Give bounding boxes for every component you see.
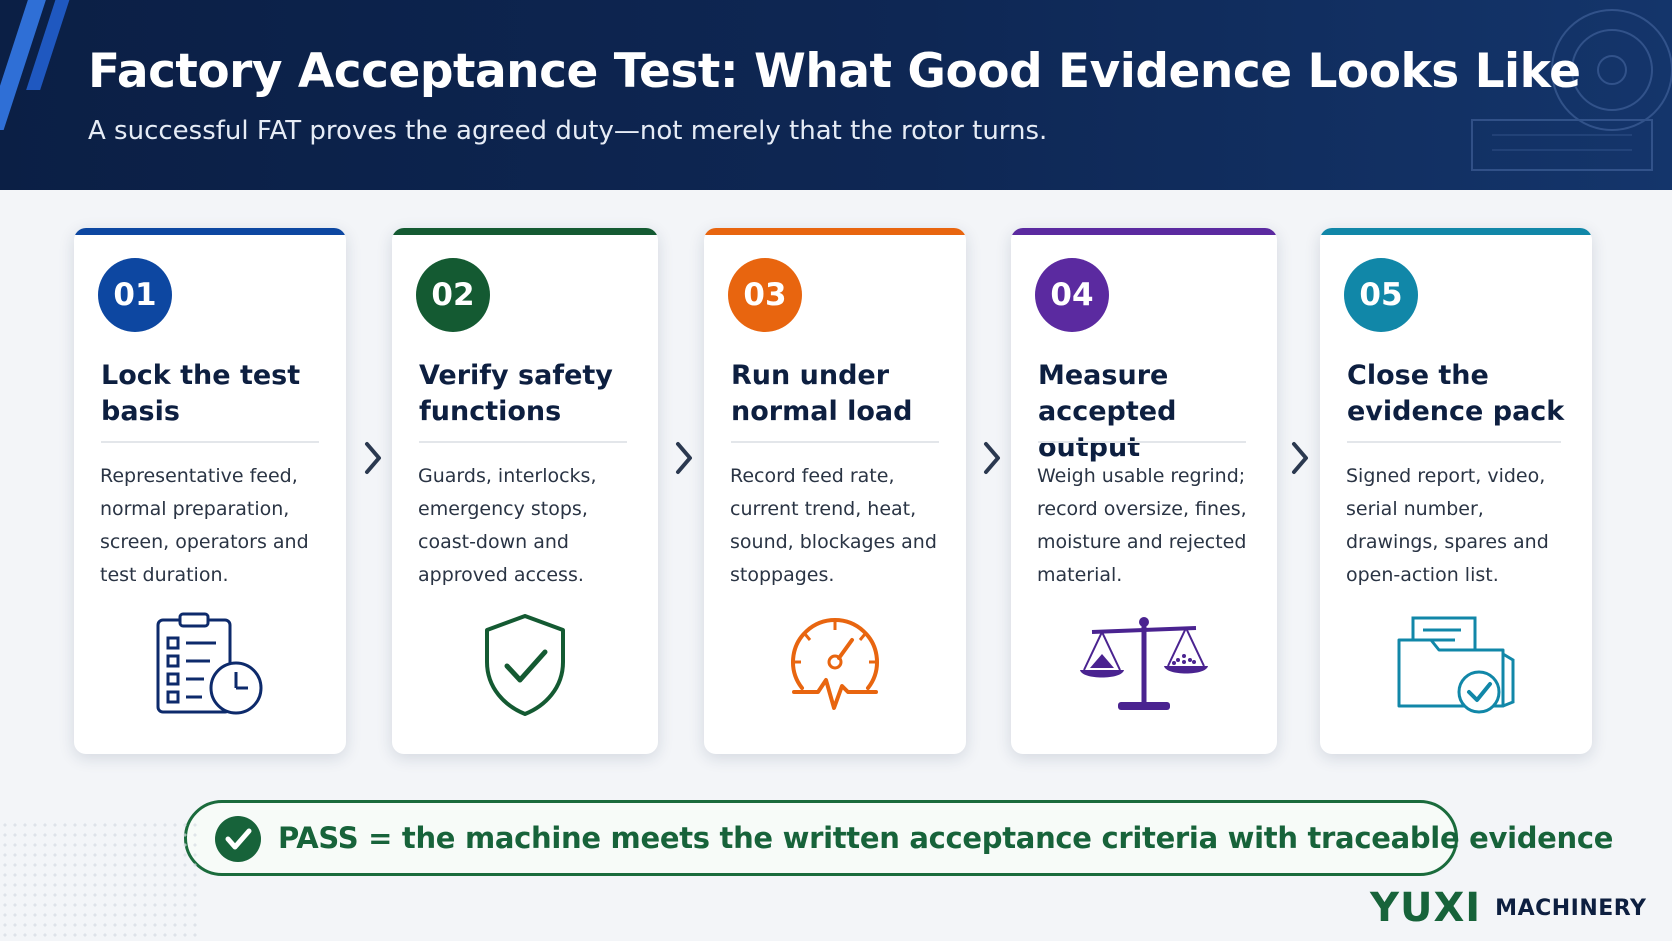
card-accent-bar [74,228,346,235]
decorative-dots [0,820,200,941]
brand-name: YUXI [1370,885,1482,931]
step-card-2: 02 Verify safety functions Guards, inter… [392,228,658,754]
step-description: Weigh usable regrind; record oversize, f… [1037,465,1247,586]
step-number-badge: 04 [1035,258,1109,332]
step-number-badge: 02 [416,258,490,332]
chevron-right-icon [984,442,1000,474]
step-description: Representative feed, normal preparation,… [100,465,309,586]
brand-suffix: MACHINERY [1495,895,1647,921]
chevron-right-icon [365,442,381,474]
balance-scale-icon [1080,617,1208,710]
card-accent-bar [392,228,658,235]
step-number-badge: 05 [1344,258,1418,332]
step-number-badge: 03 [728,258,802,332]
brand-logo: YUXI MACHINERY [1370,885,1647,931]
divider [731,441,939,443]
checklist-clock-icon [156,612,263,715]
step-description: Record feed rate, current trend, heat, s… [730,465,937,586]
page-subtitle: A successful FAT proves the agreed duty—… [88,116,1048,146]
step-title: Verify safety functions [419,360,613,427]
pass-statement: PASS = the machine meets the written acc… [278,821,1614,855]
step-description: Signed report, video, serial number, dra… [1346,465,1549,586]
chevron-right-icon [1292,442,1308,474]
gauge-pulse-icon [791,618,879,710]
card-accent-bar [704,228,966,235]
step-number-badge: 01 [98,258,172,332]
header-banner: Factory Acceptance Test: What Good Evide… [0,0,1672,190]
machine-outline-icon [1471,9,1672,171]
step-title: Run under normal load [731,360,913,427]
step-description: Guards, interlocks, emergency stops, coa… [418,465,597,586]
page-title: Factory Acceptance Test: What Good Evide… [88,44,1581,99]
folder-check-icon [1397,616,1515,714]
step-title: Lock the test basis [101,360,301,427]
chevron-right-icon [676,442,692,474]
step-title: Measure accepted output [1038,360,1177,463]
divider [101,441,319,443]
divider [1038,441,1246,443]
shield-check-icon [485,614,565,716]
card-accent-bar [1011,228,1277,235]
card-accent-bar [1320,228,1592,235]
divider [419,441,627,443]
step-title: Close the evidence pack [1347,360,1565,427]
divider [1347,441,1561,443]
step-card-1: 01 Lock the test basis Representative fe… [74,228,346,754]
check-circle-icon [215,816,261,862]
step-card-5: 05 Close the evidence pack Signed report… [1320,228,1592,754]
pass-criteria-banner: PASS = the machine meets the written acc… [184,800,1613,876]
step-card-4: 04 Measure accepted output Weigh usable … [1011,228,1277,754]
step-card-3: 03 Run under normal load Record feed rat… [704,228,966,754]
